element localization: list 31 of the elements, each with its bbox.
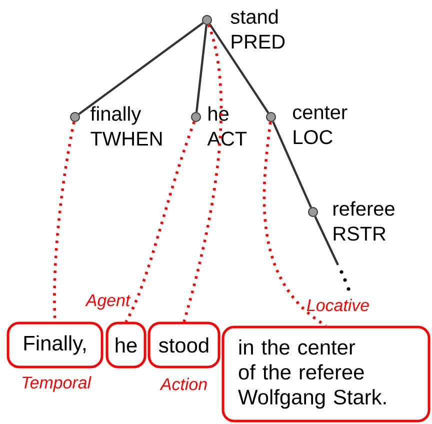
tree-edge xyxy=(78,22,204,115)
node-label: ACT xyxy=(207,132,247,146)
tree-node: finally TWHEN xyxy=(70,106,162,146)
dotted-link xyxy=(124,121,196,322)
node-label: stand xyxy=(230,9,278,24)
node-label: RSTR xyxy=(334,226,386,241)
node-label: TWHEN xyxy=(90,132,162,146)
tree-edge xyxy=(195,24,208,112)
node-label: LOC xyxy=(294,130,332,144)
tree-node: center LOC xyxy=(266,106,348,144)
node-label: PRED xyxy=(232,34,285,49)
tree-edge xyxy=(208,24,270,114)
tree-edge xyxy=(272,121,312,208)
role-label: Locative xyxy=(306,298,369,312)
dotted-link xyxy=(182,24,222,322)
dotted-link xyxy=(262,122,327,327)
word-box: he xyxy=(106,322,146,368)
tree-edge xyxy=(314,216,339,266)
word-box: Finally, xyxy=(6,322,104,368)
tree-node: referee RSTR xyxy=(308,201,394,241)
word-box: in the center of the referee Wolfgang Stark. xyxy=(222,326,430,422)
node-label: center xyxy=(293,106,348,120)
role-label: Action xyxy=(160,378,207,390)
node-label: finally xyxy=(90,106,142,125)
node-label: referee xyxy=(334,201,394,216)
role-label: Temporal xyxy=(22,376,92,392)
word-box: stood xyxy=(148,322,220,368)
tree-node: he ACT xyxy=(191,106,247,146)
node-label: he xyxy=(208,106,228,121)
tree-node: stand PRED xyxy=(202,9,285,49)
role-label: Agent xyxy=(85,294,131,310)
